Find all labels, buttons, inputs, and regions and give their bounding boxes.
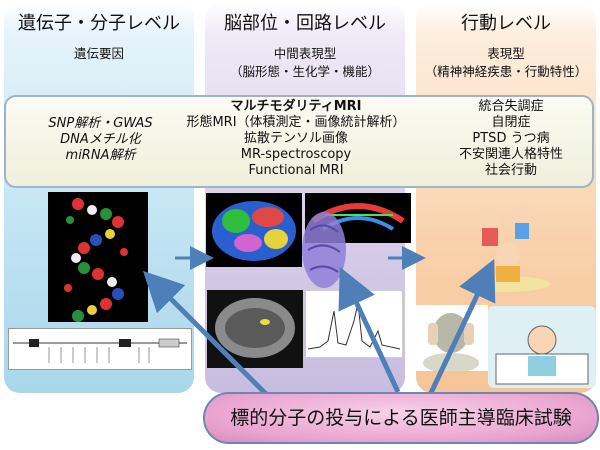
- arrow-trial-to-brain: [338, 266, 401, 394]
- mri-modality-item: 拡散テンソル画像: [243, 131, 348, 146]
- multimodality-band: SNP解析・GWAS DNAメチル化 miRNA解析 マルチモダリティMRI 形…: [4, 95, 594, 188]
- mri-modality-item: 形態MRI（体積測定・画像統計解析）: [186, 115, 406, 130]
- behavior-level-title: 行動レベル: [461, 13, 551, 34]
- disorder-item: 統合失調症: [478, 99, 544, 114]
- behavior-level-subtitle-1: 表現型: [487, 46, 525, 61]
- disorder-list: 統合失調症 自閉症 PTSD うつ病 不安関連人格特性 社会行動: [431, 99, 591, 179]
- head-in-hands-illustration: [414, 305, 488, 371]
- dna-helix-image: [48, 192, 148, 322]
- arrow-trial-to-genetic: [142, 270, 274, 402]
- sick-in-bed-illustration: [488, 306, 596, 388]
- genetic-level-title: 遺伝子・分子レベル: [18, 13, 180, 34]
- gene-structure-diagram: [8, 328, 192, 370]
- clinical-trial-label: 標的分子の投与による医師主導臨床試験: [203, 392, 599, 444]
- genetic-analysis-item: DNAメチル化: [60, 132, 141, 147]
- disorder-item: PTSD うつ病: [472, 131, 550, 146]
- genetic-analysis-item: miRNA解析: [65, 148, 136, 163]
- brain-clipart-icon: [300, 210, 348, 300]
- mri-modality-item: Functional MRI: [248, 163, 344, 178]
- genetic-analysis-list: SNP解析・GWAS DNAメチル化 miRNA解析: [18, 116, 183, 164]
- brain-level-subtitle-2: （脳形態・生化学・機能）: [229, 64, 380, 79]
- brain-level-subtitle-1: 中間表現型: [273, 46, 337, 61]
- genetic-level-subtitle: 遺伝要因: [73, 46, 124, 61]
- dna-helix-strand: [64, 198, 128, 322]
- brain-surface-image: [206, 193, 302, 267]
- behavior-level-subtitle-2: （精神神経疾患・行動特性）: [424, 64, 588, 79]
- genetic-analysis-item: SNP解析・GWAS: [48, 116, 153, 131]
- arrow-trial-to-behavior: [427, 258, 496, 397]
- disorder-item: 不安関連人格特性: [458, 147, 563, 162]
- sagittal-mri-image: [207, 290, 303, 368]
- brain-level-title: 脳部位・回路レベル: [224, 13, 386, 34]
- disorder-item: 自閉症: [491, 115, 531, 130]
- mri-modality-item: MR-spectroscopy: [240, 147, 352, 162]
- mri-modality-list: マルチモダリティMRI 形態MRI（体積測定・画像統計解析） 拡散テンソル画像 …: [171, 99, 421, 179]
- disorder-item: 社会行動: [484, 163, 537, 178]
- multimodality-mri-title: マルチモダリティMRI: [230, 99, 362, 114]
